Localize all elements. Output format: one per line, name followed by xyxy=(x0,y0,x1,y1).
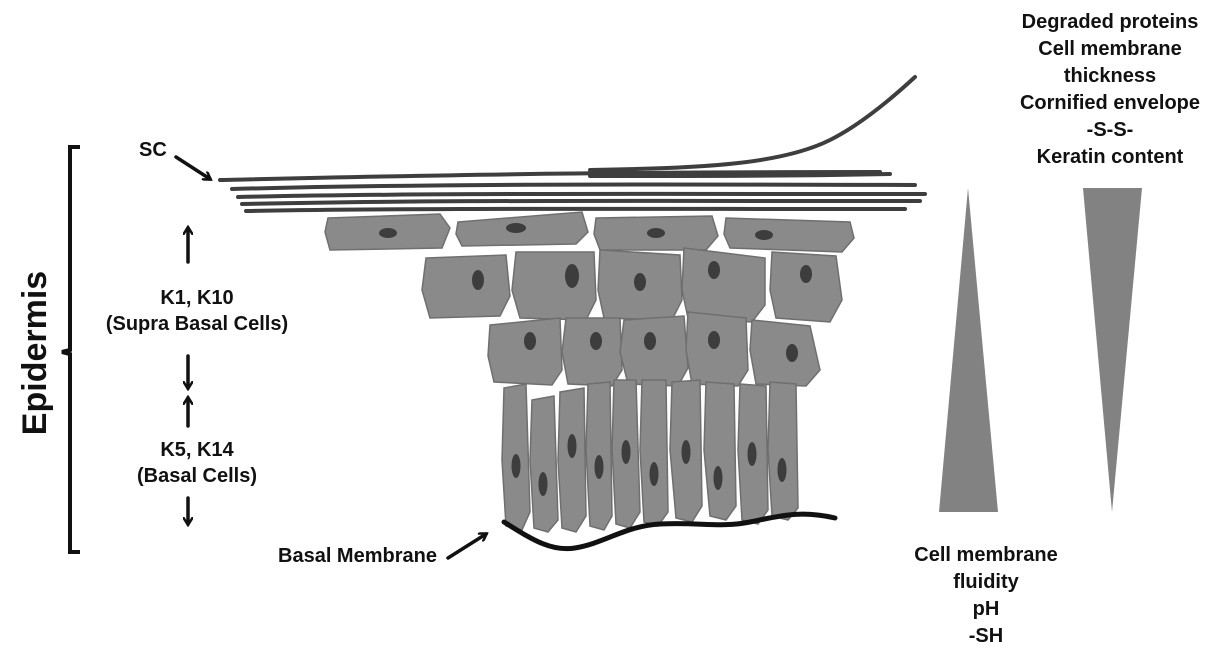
increasing-inward-triangle xyxy=(939,188,998,512)
inward-property: fluidity xyxy=(953,571,1019,593)
sc-arrow-icon xyxy=(176,157,210,179)
inward-property: Cell membrane xyxy=(914,544,1057,566)
basal-cells xyxy=(502,380,798,532)
inward-properties-list: Cell membrane fluidity pH -SH xyxy=(914,544,1057,647)
stratum-corneum xyxy=(220,77,925,211)
outward-property: Cell membrane xyxy=(1038,38,1181,60)
supra-basal-cells xyxy=(325,212,854,386)
supra-cells-label: (Supra Basal Cells) xyxy=(106,313,288,335)
basal-membrane-arrow-icon xyxy=(448,534,486,558)
outward-property: thickness xyxy=(1064,65,1156,87)
epidermis-bracket xyxy=(62,147,80,552)
outward-property: Degraded proteins xyxy=(1022,11,1199,33)
supra-markers-label: K1, K10 xyxy=(160,287,233,309)
basal-markers-label: K5, K14 xyxy=(160,439,234,461)
basal-membrane-label: Basal Membrane xyxy=(278,545,437,567)
basal-cells-label: (Basal Cells) xyxy=(137,465,257,487)
sc-label: SC xyxy=(139,139,167,161)
inward-property: pH xyxy=(973,598,1000,620)
epidermis-label: Epidermis xyxy=(16,271,54,435)
increasing-outward-triangle xyxy=(1083,188,1142,512)
outward-property: Keratin content xyxy=(1037,146,1184,168)
outward-properties-list: Degraded proteins Cell membrane thicknes… xyxy=(1020,11,1200,168)
outward-property: Cornified envelope xyxy=(1020,92,1200,114)
inward-property: -SH xyxy=(969,625,1003,647)
outward-property: -S-S- xyxy=(1087,119,1134,141)
